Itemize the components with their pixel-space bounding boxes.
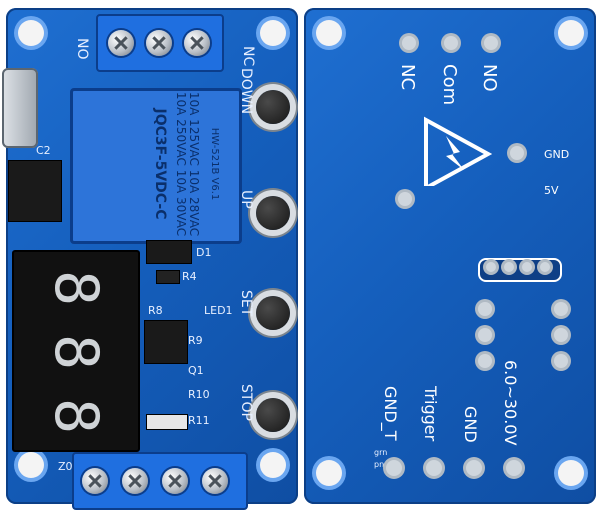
relay-model: HW-521B V6.1 <box>209 127 220 201</box>
label-back-nc: NC <box>397 64 418 91</box>
mount-hole <box>260 20 286 46</box>
resistor-r11 <box>146 414 188 430</box>
label-d1: D1 <box>196 246 212 259</box>
terminal-pad[interactable] <box>386 460 402 476</box>
solder-pad <box>554 302 568 316</box>
label-r4: R4 <box>182 270 197 283</box>
solder-pad <box>444 36 458 50</box>
label-back-no: NO <box>479 64 500 92</box>
high-voltage-warning-icon <box>424 116 492 186</box>
usb-c-connector <box>2 68 38 148</box>
button-down[interactable] <box>256 90 290 124</box>
relay: HW-521B V6.1 10A 125VAC 10A 28VAC 10A 25… <box>70 88 242 244</box>
front-pcb: NO NC C2 C1 HW-521B V6.1 10A 125VAC 10A … <box>2 8 298 510</box>
label-back-5v: 5V <box>544 184 559 197</box>
screw-terminal[interactable] <box>122 468 148 494</box>
screw-terminal[interactable] <box>162 468 188 494</box>
optocoupler-chip <box>144 320 188 364</box>
solder-pad <box>398 192 412 206</box>
solder-pad <box>484 36 498 50</box>
terminal-pad[interactable] <box>506 460 522 476</box>
solder-pad <box>402 36 416 50</box>
solder-pad <box>478 354 492 368</box>
mount-hole <box>558 460 584 486</box>
label-trigger: Trigger <box>421 386 440 442</box>
label-gnd: GND <box>461 406 480 443</box>
label-down: DOWN <box>238 68 254 115</box>
screw-terminal[interactable] <box>202 468 228 494</box>
label-stop: STOP <box>238 384 254 421</box>
label-voltage-range: 6.0~30.0V <box>501 360 520 446</box>
label-nc: NC <box>240 46 256 67</box>
label-up: UP <box>238 190 254 209</box>
label-z0: Z0 <box>58 460 73 473</box>
label-no: NO <box>74 38 90 60</box>
screw-terminal[interactable] <box>108 30 134 56</box>
mount-hole <box>558 20 584 46</box>
screw-terminal[interactable] <box>146 30 172 56</box>
label-r10: R10 <box>188 388 210 401</box>
button-stop[interactable] <box>256 398 290 432</box>
label-c2: C2 <box>36 144 51 157</box>
label-set: SET <box>238 290 254 317</box>
solder-pad <box>478 328 492 342</box>
label-gnd-t: GND_T <box>381 386 400 441</box>
resistor-r4 <box>156 270 180 284</box>
label-r8: R8 <box>148 304 163 317</box>
relay-part-number: JQC3F-5VDC-C <box>152 108 168 220</box>
relay-spec-2: 10A 250VAC 10A 30VAC <box>174 91 188 237</box>
label-back-gnd: GND <box>544 148 570 161</box>
voltage-regulator-chip <box>8 160 62 222</box>
screw-terminal[interactable] <box>184 30 210 56</box>
mount-hole <box>18 20 44 46</box>
label-q1: Q1 <box>188 364 204 377</box>
header-pin <box>486 262 496 272</box>
relay-spec-1: 10A 125VAC 10A 28VAC <box>187 91 201 237</box>
label-r11: R11 <box>188 414 210 427</box>
terminal-pad[interactable] <box>466 460 482 476</box>
mount-hole <box>316 20 342 46</box>
solder-pad <box>554 354 568 368</box>
header-pin <box>540 262 550 272</box>
header-pin <box>504 262 514 272</box>
mount-hole <box>260 452 286 478</box>
button-set[interactable] <box>256 296 290 330</box>
input-terminal-block <box>72 452 248 510</box>
seven-segment-display: 8 8 8 <box>12 250 140 452</box>
button-up[interactable] <box>256 196 290 230</box>
solder-pad <box>554 328 568 342</box>
relay-markings: HW-521B V6.1 10A 125VAC 10A 28VAC 10A 25… <box>91 89 221 239</box>
back-pcb: NC Com NO GND 5V GND_T Trigger GND 6.0~3… <box>304 8 596 504</box>
mount-hole <box>316 460 342 486</box>
solder-pad <box>510 146 524 160</box>
label-back-com: Com <box>439 64 460 106</box>
label-led1: LED1 <box>204 304 233 317</box>
mount-hole <box>18 452 44 478</box>
relay-terminal-block <box>96 14 224 72</box>
label-r9: R9 <box>188 334 203 347</box>
label-grn: grn <box>374 448 388 457</box>
header-pin <box>522 262 532 272</box>
screw-terminal[interactable] <box>82 468 108 494</box>
solder-pad <box>478 302 492 316</box>
label-pnd: pnd <box>374 460 390 469</box>
terminal-pad[interactable] <box>426 460 442 476</box>
diode-d1 <box>146 240 192 264</box>
